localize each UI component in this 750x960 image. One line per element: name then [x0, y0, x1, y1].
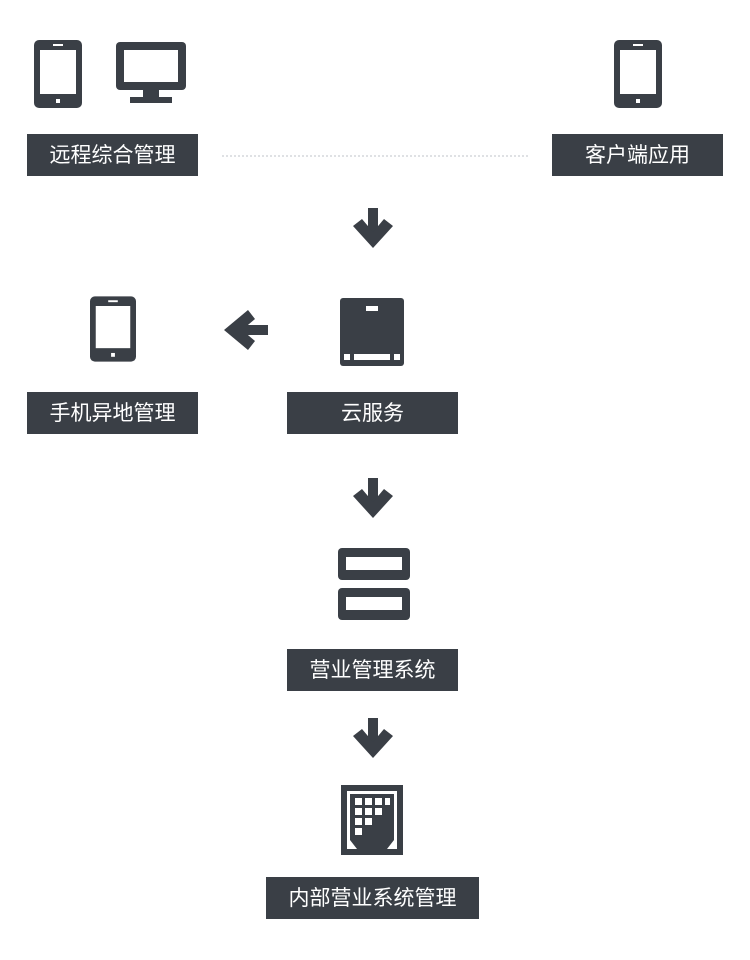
building-icon	[341, 785, 403, 855]
arrow-down-icon	[353, 718, 393, 758]
phone-icon	[90, 296, 136, 362]
cloud-service-label: 云服务	[287, 392, 458, 434]
phone-icon	[34, 40, 82, 108]
arrow-down-icon	[353, 208, 393, 248]
cloud-server-icon	[340, 298, 404, 366]
business-system-label: 营业管理系统	[287, 649, 458, 691]
client-app-label: 客户端应用	[552, 134, 723, 176]
phone-icon	[614, 40, 662, 108]
arrow-down-icon	[353, 478, 393, 518]
remote-management-label: 远程综合管理	[27, 134, 198, 176]
internal-system-label: 内部营业系统管理	[266, 877, 479, 919]
arrow-left-icon	[224, 310, 268, 350]
server-rack-icon	[338, 548, 410, 620]
connector-dotted-line	[222, 155, 528, 157]
mobile-management-label: 手机异地管理	[27, 392, 198, 434]
monitor-icon	[116, 42, 186, 103]
